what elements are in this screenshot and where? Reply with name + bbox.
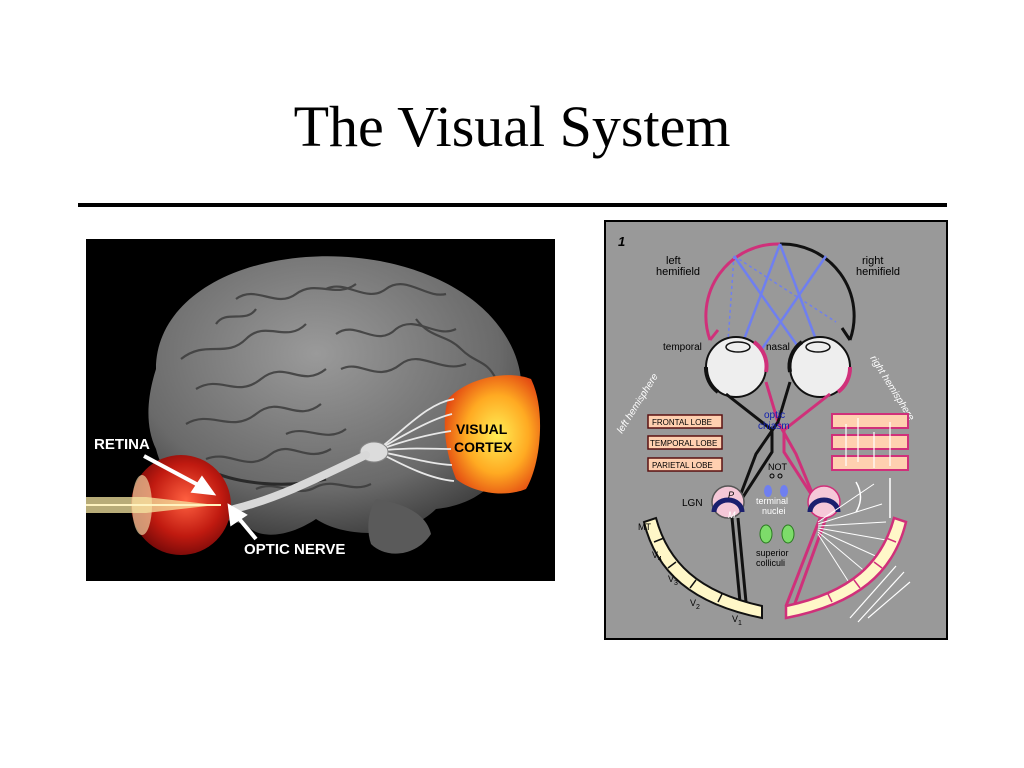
colliculus-right	[781, 524, 795, 544]
brainstem-shape	[368, 499, 431, 554]
left-hemifield-label-2: hemifield	[656, 266, 700, 278]
v4-label: V4	[652, 550, 662, 563]
visual-cortex-label-1: VISUAL	[456, 421, 508, 437]
terminal-nucleus-left	[764, 485, 772, 497]
terminal-nuclei-label-2: nuclei	[762, 506, 786, 516]
legend-temporal-lobe: TEMPORAL LOBE	[650, 439, 717, 448]
legend-parietal-lobe: PARIETAL LOBE	[652, 461, 713, 470]
title-divider	[78, 203, 947, 207]
right-hemifield-label-1: right	[862, 255, 883, 267]
not-label: NOT	[768, 462, 788, 472]
temporal-label: temporal	[663, 342, 702, 353]
left-hemifield-label-1: left	[666, 255, 681, 267]
lgn-label: LGN	[682, 498, 703, 509]
m-label: M	[728, 510, 736, 520]
optic-nerve-label: OPTIC NERVE	[244, 541, 345, 558]
visual-pathway-figure: 1 left hemifield right hemifield tempora…	[604, 220, 948, 640]
colliculus-left	[759, 524, 773, 544]
v3-label: V3	[668, 574, 678, 587]
p-label: P	[728, 490, 734, 500]
right-hemifield-label-2: hemifield	[856, 266, 900, 278]
optic-chiasm-label-2: chiasm	[758, 421, 790, 432]
figure-number: 1	[618, 234, 625, 249]
superior-colliculi-label-2: colliculi	[756, 558, 785, 568]
v2-label: V2	[690, 598, 700, 611]
left-hemifield-arc	[704, 242, 781, 341]
lobe-legend: FRONTAL LOBE TEMPORAL LOBE PARIETAL LOBE	[647, 414, 723, 472]
optic-chiasm-label-1: optic	[764, 410, 785, 421]
mt-label: MT	[638, 522, 651, 532]
pathway-diagram: 1 left hemifield right hemifield tempora…	[615, 234, 916, 627]
terminal-nucleus-right	[780, 485, 788, 497]
right-hemisphere-label: right hemisphere	[867, 354, 916, 423]
brain-illustration: RETINA OPTIC NERVE VISUAL CORTEX	[86, 256, 541, 558]
visual-cortex-shape	[444, 375, 541, 494]
optic-nerve-shape	[230, 451, 370, 513]
superior-colliculi-label-1: superior	[756, 548, 789, 558]
v1-label: V1	[732, 614, 742, 627]
right-lobe-boxes	[831, 413, 909, 471]
slide-title: The Visual System	[293, 94, 731, 159]
right-hemifield-arc	[779, 242, 856, 341]
brain-figure: RETINA OPTIC NERVE VISUAL CORTEX	[86, 239, 555, 581]
left-cortex-band	[642, 516, 763, 620]
retina-label: RETINA	[94, 436, 150, 453]
brain-shape	[148, 256, 522, 535]
visual-cortex-label-2: CORTEX	[454, 439, 513, 455]
legend-frontal-lobe: FRONTAL LOBE	[652, 418, 712, 427]
nasal-label: nasal	[766, 342, 790, 353]
terminal-nuclei-label-1: terminal	[756, 496, 788, 506]
